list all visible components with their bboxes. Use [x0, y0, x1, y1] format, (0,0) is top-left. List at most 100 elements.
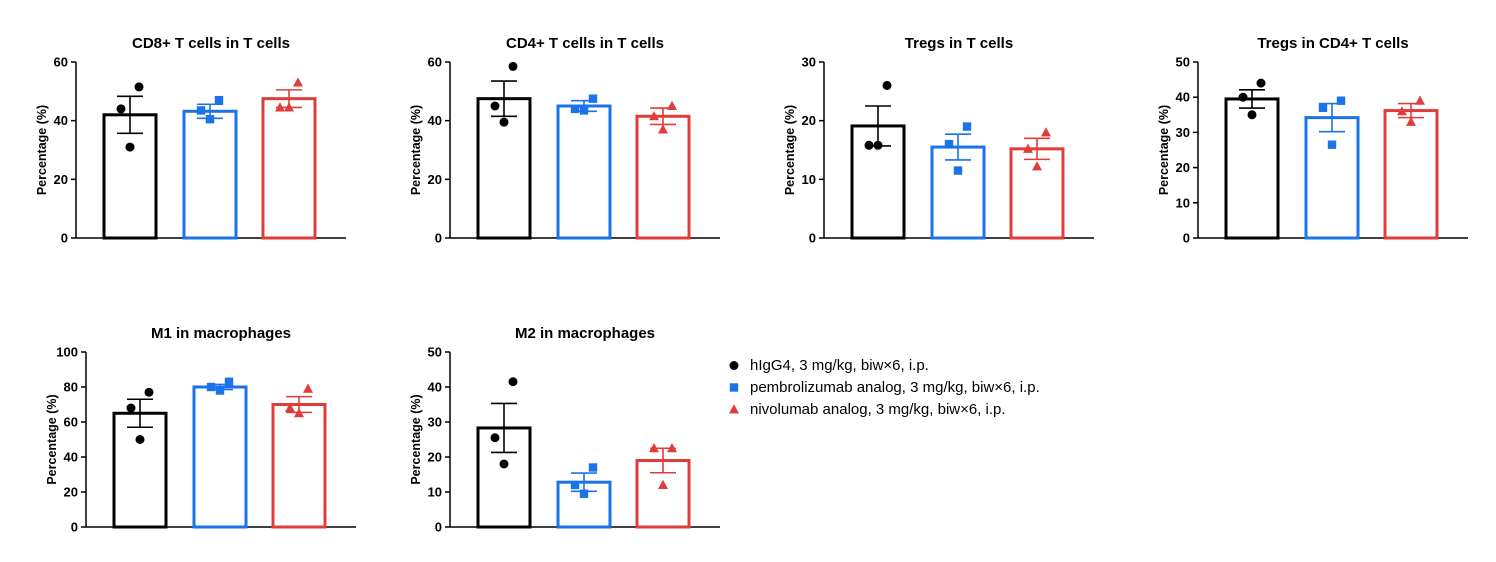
bar — [635, 114, 691, 240]
y-tick-label: 10 — [802, 172, 816, 187]
y-axis-label: Percentage (%) — [35, 105, 49, 195]
y-tick-label: 10 — [1176, 195, 1190, 210]
chart-title: M2 in macrophages — [515, 325, 655, 342]
data-point — [206, 382, 216, 392]
data-point — [303, 383, 313, 393]
chart-title: Tregs in T cells — [905, 35, 1013, 52]
y-tick-label: 0 — [435, 520, 442, 535]
data-point — [667, 100, 677, 110]
data-point — [215, 386, 225, 395]
y-tick-label: 20 — [428, 450, 442, 465]
data-point — [508, 61, 518, 71]
y-tick-label: 60 — [428, 55, 442, 70]
y-tick-label: 60 — [64, 415, 78, 430]
data-point — [116, 104, 126, 114]
data-point — [1032, 161, 1042, 171]
y-tick-label: 0 — [1183, 231, 1190, 246]
y-tick-label: 10 — [428, 485, 442, 500]
data-point — [579, 489, 589, 498]
y-tick-label: 40 — [428, 113, 442, 128]
bar — [182, 109, 238, 240]
data-point — [1247, 110, 1257, 120]
y-tick-label: 30 — [802, 55, 816, 70]
data-point — [275, 102, 285, 112]
legend-marker-shape — [729, 383, 739, 392]
data-point — [135, 435, 145, 444]
data-point — [293, 77, 303, 87]
data-point — [144, 387, 154, 397]
data-point — [1318, 103, 1328, 112]
data-point — [1397, 106, 1407, 116]
y-tick-label: 20 — [802, 113, 816, 128]
y-tick-label: 40 — [64, 450, 78, 465]
data-point — [126, 403, 136, 413]
data-point — [953, 166, 963, 175]
y-axis-label: Percentage (%) — [45, 394, 59, 484]
data-point — [1023, 143, 1033, 153]
data-point — [490, 101, 500, 111]
y-axis-label: Percentage (%) — [1157, 105, 1171, 195]
bar — [271, 403, 327, 529]
legend-item-nivolumab: nivolumab analog, 3 mg/kg, biw×6, i.p. — [728, 398, 1040, 420]
data-point — [1041, 127, 1051, 137]
y-tick-label: 20 — [1176, 160, 1190, 175]
data-point — [588, 463, 598, 472]
data-point — [944, 139, 954, 149]
data-point — [214, 95, 224, 105]
y-tick-label: 50 — [1176, 55, 1190, 70]
bar — [261, 97, 317, 240]
y-tick-label: 40 — [428, 380, 442, 395]
triangle-marker-icon — [728, 403, 750, 415]
data-point — [1336, 96, 1346, 105]
y-tick-label: 40 — [54, 113, 68, 128]
square-marker-icon — [728, 381, 750, 393]
y-tick-label: 40 — [1176, 90, 1190, 105]
data-point — [224, 377, 234, 386]
bar — [112, 411, 168, 529]
y-tick-label: 0 — [435, 231, 442, 246]
y-tick-label: 80 — [64, 380, 78, 395]
bar — [556, 104, 612, 240]
data-point — [508, 377, 518, 387]
legend-marker-shape — [729, 404, 739, 414]
legend-item-pembrolizumab: pembrolizumab analog, 3 mg/kg, biw×6, i.… — [728, 376, 1040, 398]
data-point — [499, 117, 509, 127]
y-tick-label: 0 — [809, 231, 816, 246]
chart-title: CD8+ T cells in T cells — [132, 35, 290, 52]
data-point — [882, 80, 892, 90]
data-point — [864, 140, 874, 150]
chart-title: M1 in macrophages — [151, 325, 291, 342]
chart-title: CD4+ T cells in T cells — [506, 35, 664, 52]
data-point — [658, 124, 668, 134]
circle-marker-icon — [728, 359, 750, 371]
legend-marker-shape — [729, 361, 739, 370]
data-point — [570, 104, 580, 114]
data-point — [499, 459, 509, 469]
data-point — [658, 479, 668, 489]
y-tick-label: 100 — [56, 345, 78, 360]
legend-label: hIgG4, 3 mg/kg, biw×6, i.p. — [750, 356, 929, 374]
y-axis-label: Percentage (%) — [783, 105, 797, 195]
legend-marker-2 — [729, 404, 739, 414]
data-point — [649, 443, 659, 453]
data-point — [570, 480, 580, 490]
data-point — [134, 82, 144, 92]
data-point — [1415, 95, 1425, 105]
bar — [1304, 116, 1360, 240]
data-point — [649, 111, 659, 121]
data-point — [205, 115, 215, 124]
data-point — [294, 408, 304, 418]
data-point — [490, 433, 500, 443]
legend: hIgG4, 3 mg/kg, biw×6, i.p. pembrolizuma… — [728, 354, 1040, 420]
y-tick-label: 60 — [54, 55, 68, 70]
data-point — [667, 443, 677, 453]
y-tick-label: 0 — [71, 520, 78, 535]
data-point — [962, 122, 972, 131]
data-point — [1327, 140, 1337, 149]
legend-marker-1 — [729, 383, 739, 392]
